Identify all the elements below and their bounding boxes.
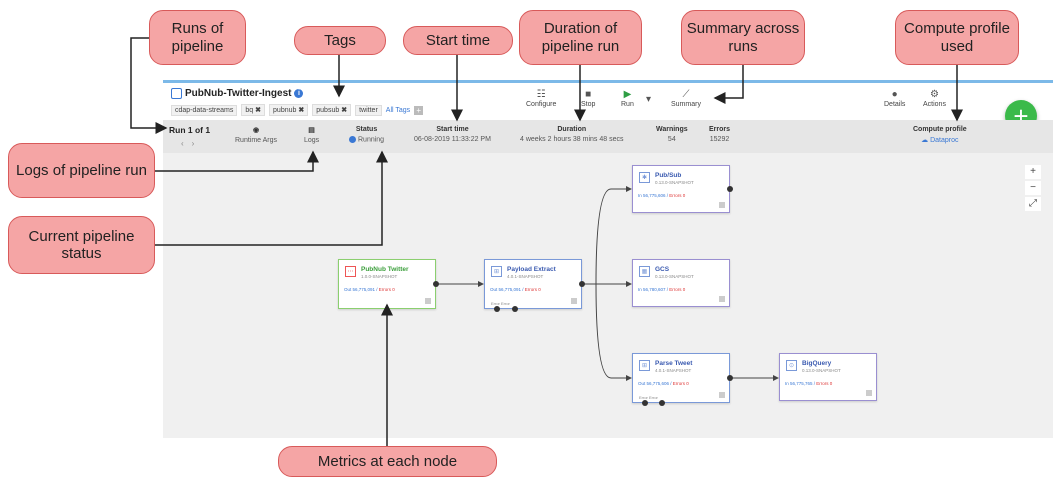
status-field: Status Running [349, 126, 384, 143]
cloud-icon: ☁ [921, 137, 929, 144]
actions-button[interactable]: ⚙ Actions [923, 89, 946, 108]
duration-field: Duration 4 weeks 2 hours 38 mins 48 secs [520, 126, 624, 143]
fit-to-screen-button[interactable]: ⤢ [1025, 197, 1041, 211]
run-options-dropdown[interactable]: ▾ [646, 94, 651, 106]
warnings-field[interactable]: Warnings 54 [656, 126, 688, 143]
node-metrics: Out 56,775,091 / Errors 0 [490, 287, 541, 292]
run-button[interactable]: ▶ Run [621, 89, 634, 108]
tag-list: cdap-data-streams bq✖ pubnub✖ pubsub✖ tw… [171, 104, 424, 116]
callout-status: Current pipeline status [8, 216, 155, 274]
callout-logs: Logs of pipeline run [8, 143, 155, 198]
node-metrics: Out 56,775,091 / Errors 0 [344, 287, 395, 292]
chevron-left-icon[interactable]: ‹ [181, 139, 192, 148]
details-button[interactable]: ● Details [884, 89, 906, 108]
callout-summary: Summary across runs [681, 10, 805, 65]
storage-icon: ▦ [639, 266, 650, 277]
output-port[interactable] [579, 281, 585, 287]
node-pubnub-twitter[interactable]: ⋯ PubNub Twitter 1.0.0-SNAPSHOT Out 56,7… [338, 259, 436, 309]
node-parse-tweet[interactable]: ⊞ Parse Tweet 4.0.1-SNAPSHOT Out 56,775,… [632, 353, 730, 403]
callout-tags: Tags [294, 26, 386, 55]
error-port[interactable] [659, 400, 665, 406]
compute-profile-link[interactable]: Dataproc [930, 137, 959, 144]
pipeline-canvas[interactable]: + − ⤢ ⋯ PubNub Twitter 1.0.0-SNAPSHOT Ou… [163, 153, 1053, 438]
remove-tag-icon[interactable]: ✖ [341, 107, 348, 114]
node-metrics: In 56,775,606 / Errors 0 [638, 193, 686, 198]
node-menu-icon[interactable] [866, 390, 872, 396]
error-port[interactable] [512, 306, 518, 312]
node-metrics: Out 56,775,606 / Errors 0 [638, 381, 689, 386]
chevron-down-icon: ▾ [646, 94, 652, 105]
sliders-icon: ☷ [536, 89, 546, 100]
node-menu-icon[interactable] [571, 298, 577, 304]
zoom-out-button[interactable]: − [1025, 181, 1041, 195]
tag-chip[interactable]: pubnub✖ [269, 104, 309, 116]
pubsub-icon: ✱ [639, 172, 650, 183]
pipeline-connections [436, 186, 779, 381]
all-tags-link[interactable]: All Tags [385, 106, 411, 114]
chart-icon: ⟋ [682, 89, 690, 100]
remove-tag-icon[interactable]: ✖ [298, 107, 305, 114]
tag-chip[interactable]: twitter [355, 104, 382, 116]
bigquery-icon: ⊙ [786, 360, 797, 371]
run-navigation: ‹› [181, 139, 202, 148]
configure-button[interactable]: ☷ Configure [526, 89, 557, 108]
tag-chip[interactable]: bq✖ [241, 104, 266, 116]
output-port[interactable] [433, 281, 439, 287]
stop-button[interactable]: ■ Stop [581, 89, 596, 108]
pipeline-name: PubNub-Twitter-Ingest [185, 88, 292, 99]
node-menu-icon[interactable] [719, 202, 725, 208]
node-bigquery[interactable]: ⊙ BigQuery 0.13.0-SNAPSHOT In 56,775,765… [779, 353, 877, 401]
start-time-field: Start time 06-08-2019 11:33:22 PM [414, 126, 491, 143]
callout-compute-profile: Compute profile used [895, 10, 1019, 65]
node-metrics: In 56,780,607 / Errors 0 [638, 287, 686, 292]
node-menu-icon[interactable] [719, 392, 725, 398]
chevron-right-icon[interactable]: › [191, 139, 203, 148]
node-gcs[interactable]: ▦ GCS 0.13.0-SNAPSHOT In 56,780,607 / Er… [632, 259, 730, 307]
node-payload-extract[interactable]: ⊞ Payload Extract 4.0.1-SNAPSHOT Out 56,… [484, 259, 582, 309]
zoom-in-button[interactable]: + [1025, 165, 1041, 179]
node-menu-icon[interactable] [425, 298, 431, 304]
info-circle-icon: ● [891, 89, 898, 100]
document-icon: ▤ [308, 127, 315, 134]
source-icon: ⋯ [345, 266, 356, 277]
callout-runs: Runs of pipeline [149, 10, 246, 65]
status-running-icon [349, 136, 356, 143]
output-port[interactable] [727, 375, 733, 381]
callout-metrics: Metrics at each node [278, 446, 497, 477]
remove-tag-icon[interactable]: ✖ [255, 107, 262, 114]
play-icon: ▶ [623, 89, 632, 100]
run-bar: Run 1 of 1 ‹› ◉ Runtime Args ▤ Logs Stat… [163, 120, 1053, 153]
callout-duration: Duration of pipeline run [519, 10, 642, 65]
pipeline-title: PubNub-Twitter-Ingest i [171, 88, 304, 99]
add-tag-icon[interactable]: + [414, 105, 424, 115]
run-counter: Run 1 of 1 [169, 125, 211, 135]
output-port[interactable] [727, 186, 733, 192]
callout-start-time: Start time [403, 26, 513, 55]
stop-icon: ■ [585, 89, 592, 100]
tag-chip[interactable]: pubsub✖ [312, 104, 352, 116]
node-menu-icon[interactable] [719, 296, 725, 302]
summary-button[interactable]: ⟋ Summary [671, 89, 701, 108]
pipeline-header: PubNub-Twitter-Ingest i cdap-data-stream… [163, 83, 1053, 132]
node-metrics: In 56,775,765 / Errors 0 [785, 381, 833, 386]
logs-button[interactable]: ▤ Logs [304, 127, 320, 144]
runtime-args-icon: ◉ [252, 127, 260, 134]
errors-field[interactable]: Errors 15292 [709, 126, 731, 143]
pipeline-icon [171, 88, 182, 99]
compute-profile-field: Compute profile ☁ Dataproc [913, 126, 967, 144]
pipeline-studio: PubNub-Twitter-Ingest i cdap-data-stream… [163, 80, 1053, 438]
error-port[interactable] [642, 400, 648, 406]
transform-icon: ⊞ [491, 266, 502, 277]
info-icon[interactable]: i [294, 89, 304, 98]
gear-icon: ⚙ [930, 89, 939, 100]
tag-chip[interactable]: cdap-data-streams [171, 104, 238, 116]
error-port[interactable] [494, 306, 500, 312]
transform-icon: ⊞ [639, 360, 650, 371]
runtime-args-button[interactable]: ◉ Runtime Args [235, 127, 278, 144]
